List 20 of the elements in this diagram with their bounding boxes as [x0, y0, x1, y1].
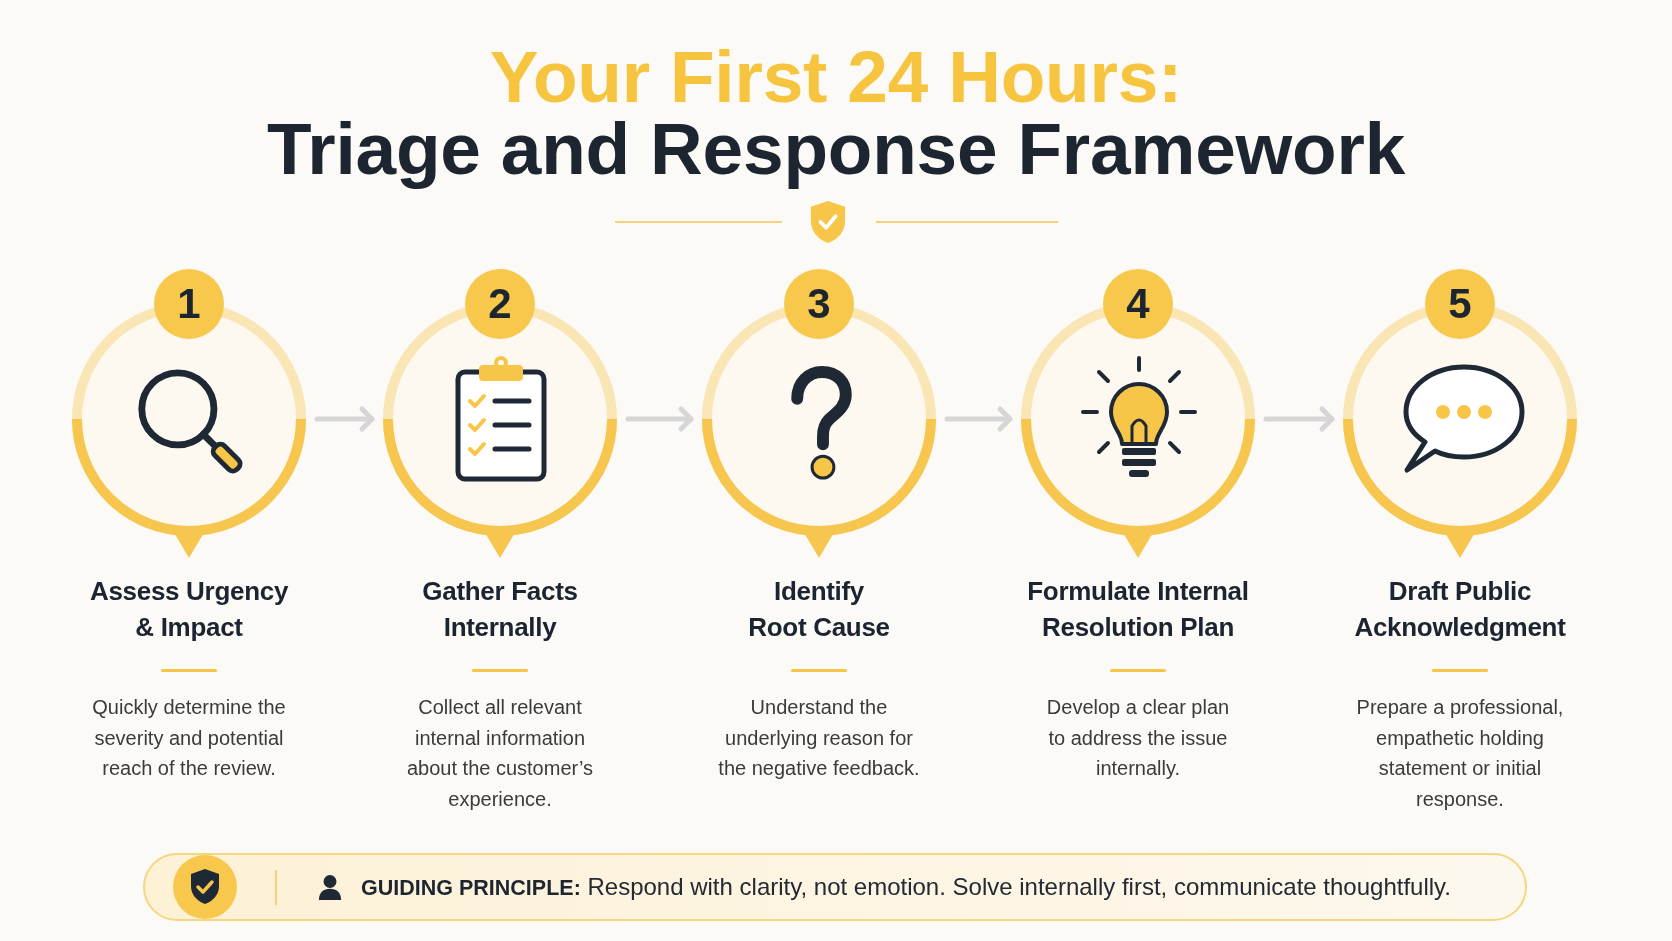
- step-heading: Identify Root Cause: [747, 575, 891, 644]
- arrow: [944, 406, 1013, 432]
- step-heading: Assess Urgency & Impact: [88, 575, 290, 644]
- arrow: [625, 406, 694, 432]
- step-number-badge: 3: [784, 269, 854, 339]
- step-number-badge: 4: [1103, 269, 1173, 339]
- step-number-badge: 1: [154, 269, 224, 339]
- step-heading: Formulate Internal Resolution Plan: [1026, 575, 1250, 644]
- arrow: [1263, 406, 1335, 432]
- principle-text: GUIDING PRINCIPLE: Respond with clarity, not emotion. Solve internally first, communicate thoughtfully.: [361, 873, 1451, 902]
- step-description: Understand the underlying reason for the negative feedback.: [717, 695, 921, 781]
- arrow: [314, 406, 375, 432]
- step-description: Collect all relevant internal information about the customer’s experience.: [405, 695, 594, 812]
- step-heading: Draft Public Acknowledgment: [1353, 575, 1567, 644]
- step-description: Prepare a professional, empathetic holding statement or initial response.: [1355, 695, 1565, 812]
- step-heading: Gather Facts Internally: [421, 575, 579, 644]
- step-number-badge: 5: [1425, 269, 1495, 339]
- step-description: Develop a clear plan to address the issue internally.: [1045, 695, 1231, 781]
- step-description: Quickly determine the severity and potential reach of the review.: [91, 695, 287, 781]
- step-number-badge: 2: [465, 269, 535, 339]
